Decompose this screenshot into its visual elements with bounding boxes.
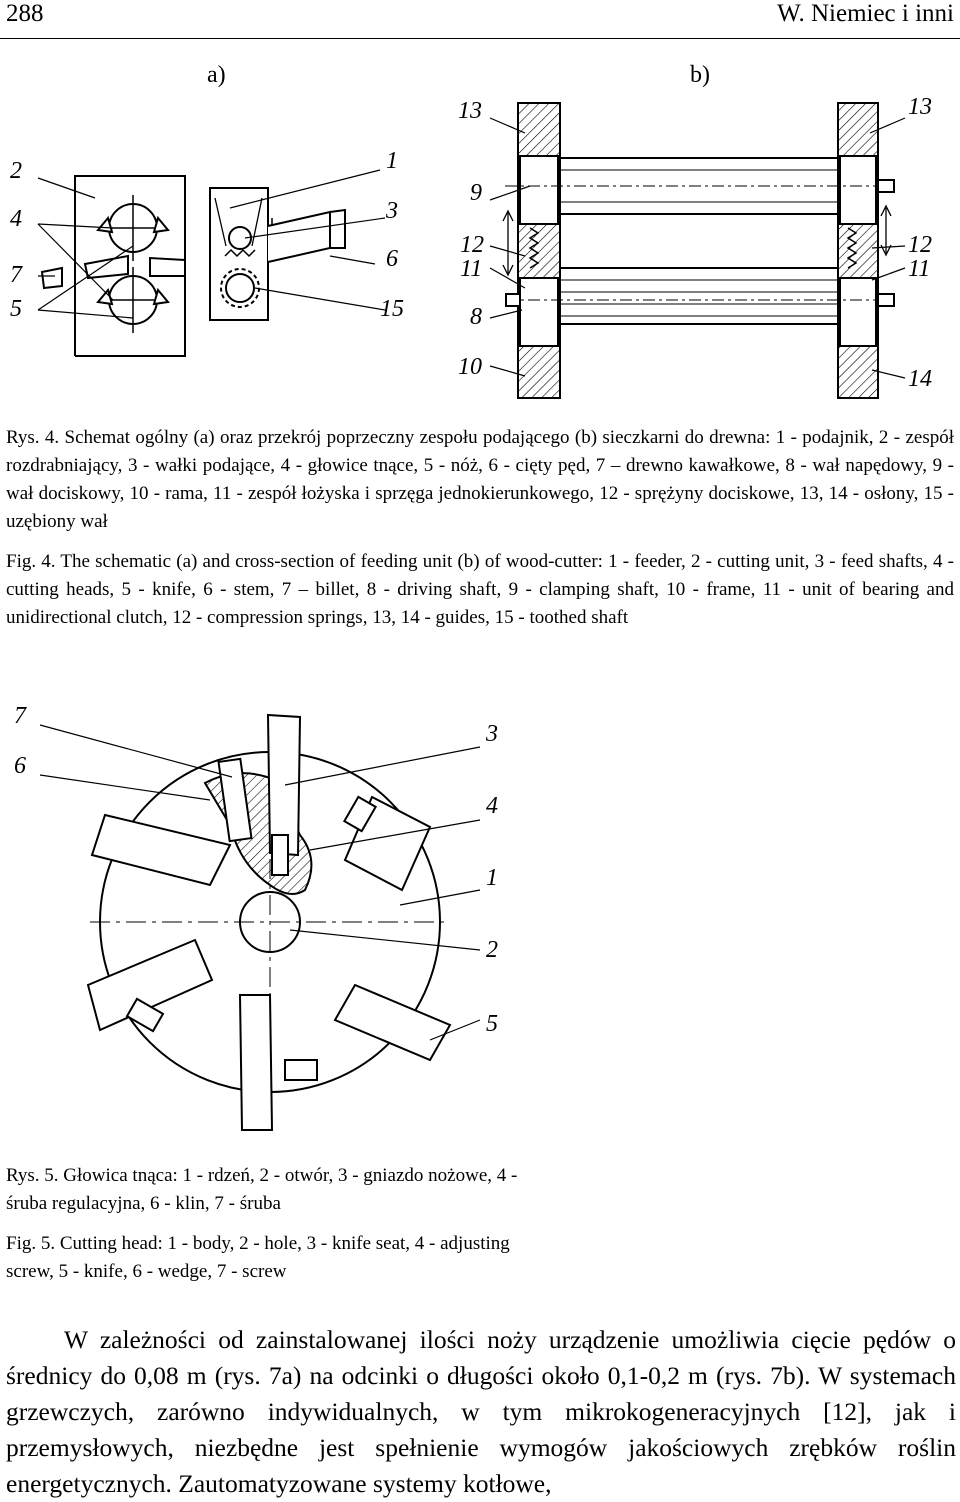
figure-5: 7 6 3 4 1 2 5: [14, 703, 498, 1131]
label-a-3: 3: [385, 198, 398, 224]
schematic-a: [40, 175, 346, 357]
figure-5-caption-pl: Rys. 5. Głowica tnąca: 1 - rdzeń, 2 - ot…: [6, 1165, 518, 1214]
labels-5: 7 6 3 4 1 2 5: [14, 703, 498, 1037]
label-b-9: 9: [470, 180, 482, 206]
label-b-12-left: 12: [460, 232, 484, 258]
cross-section-b: [502, 102, 895, 399]
leaders-b: [489, 117, 906, 379]
label-a-5: 5: [10, 296, 22, 322]
panel-a-label: a): [207, 62, 226, 88]
labels-a: 2 4 7 5 1 3 6 15: [10, 148, 404, 322]
cutting-head-drawing: [86, 713, 452, 1131]
label-5-1: 1: [486, 865, 498, 891]
figure-4-caption-en: Fig. 4. The schematic (a) and cross-sect…: [6, 551, 954, 628]
page-header: 288 W. Niemiec i inni: [0, 0, 960, 40]
label-b-11-right: 11: [908, 256, 930, 282]
label-a-15: 15: [380, 296, 404, 322]
label-a-6: 6: [386, 246, 398, 272]
labels-b: 13 9 12 11 8 10 13 12 11 14: [458, 94, 932, 392]
label-b-14: 14: [908, 366, 932, 392]
label-a-1: 1: [386, 148, 398, 174]
label-a-4: 4: [10, 206, 22, 232]
label-5-6: 6: [14, 753, 26, 779]
leaders-5: [39, 724, 481, 1041]
label-5-7: 7: [14, 703, 27, 729]
body-paragraph: W zależności od zainstalowanej ilości no…: [6, 1325, 956, 1498]
page-number: 288: [6, 0, 44, 27]
running-head: W. Niemiec i inni: [777, 0, 954, 27]
figure-4: a) b): [10, 62, 932, 399]
label-b-13-right: 13: [908, 94, 932, 120]
label-5-2: 2: [486, 937, 498, 963]
label-5-4: 4: [486, 793, 498, 819]
label-a-2: 2: [10, 158, 22, 184]
label-b-8: 8: [470, 304, 482, 330]
label-a-7: 7: [10, 262, 23, 288]
label-b-13-left: 13: [458, 98, 482, 124]
leaders-a: [37, 169, 386, 319]
label-5-3: 3: [485, 721, 498, 747]
figure-5-caption-en: Fig. 5. Cutting head: 1 - body, 2 - hole…: [6, 1233, 510, 1282]
label-b-10: 10: [458, 354, 482, 380]
panel-b-label: b): [690, 62, 710, 88]
label-5-5: 5: [486, 1011, 498, 1037]
label-b-11-left: 11: [460, 256, 482, 282]
header-rule: [0, 38, 960, 39]
figure-4-caption-pl: Rys. 4. Schemat ogólny (a) oraz przekrój…: [6, 427, 954, 532]
label-b-12-right: 12: [908, 232, 932, 258]
